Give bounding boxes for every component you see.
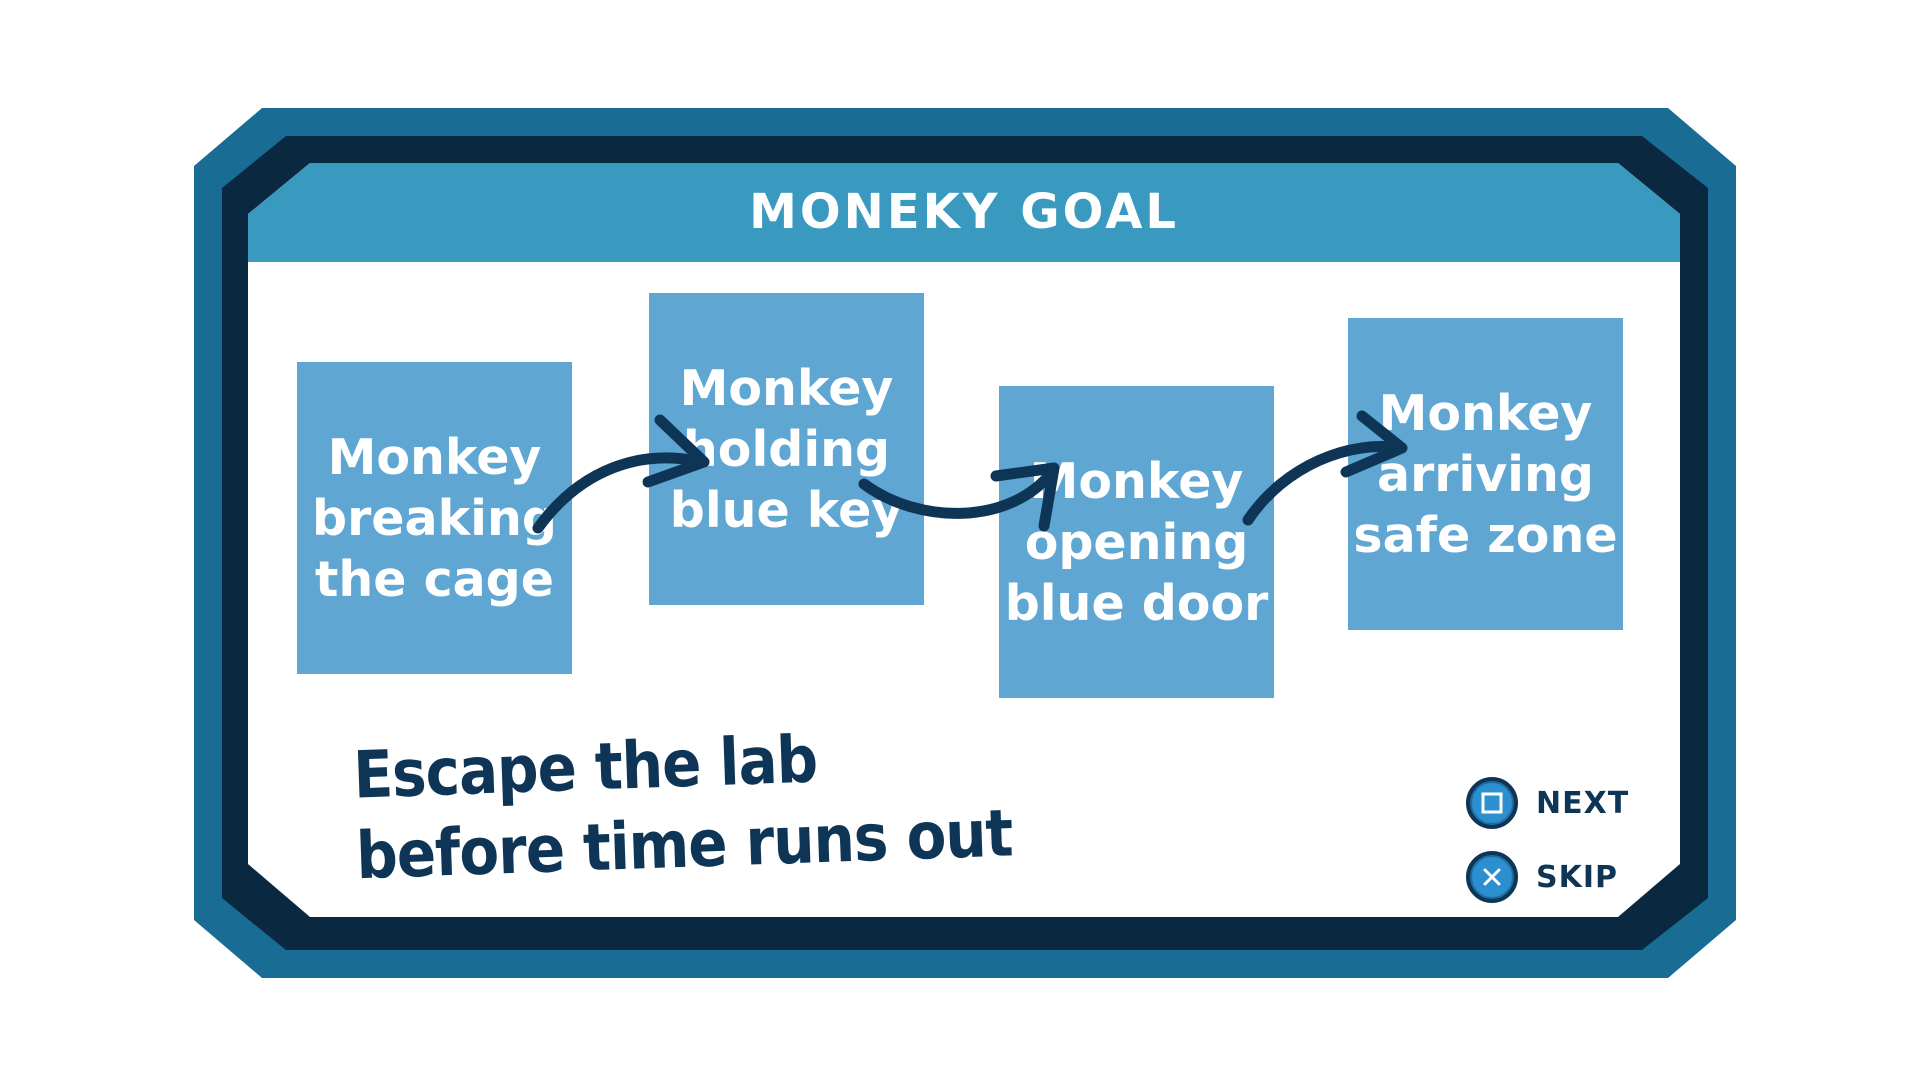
step-label: Monkey arriving safe zone — [1353, 384, 1618, 564]
control-hints: NEXT SKIP — [1466, 766, 1666, 914]
panel-body — [248, 163, 1680, 917]
skip-label: SKIP — [1536, 859, 1619, 895]
step-card-holding-key: Monkey holding blue key — [649, 293, 924, 605]
step-label: Monkey breaking the cage — [312, 428, 557, 608]
next-button[interactable]: NEXT — [1466, 766, 1666, 840]
step-card-breaking-cage: Monkey breaking the cage — [297, 362, 572, 674]
next-label: NEXT — [1536, 785, 1630, 821]
step-card-safe-zone: Monkey arriving safe zone — [1348, 318, 1623, 630]
cross-button-icon[interactable] — [1466, 851, 1518, 903]
panel-title: MONEKY GOAL — [749, 184, 1179, 240]
step-label: Monkey opening blue door — [1004, 452, 1269, 632]
square-button-icon[interactable] — [1466, 777, 1518, 829]
step-card-opening-door: Monkey opening blue door — [999, 386, 1274, 698]
step-label: Monkey holding blue key — [669, 359, 904, 539]
panel-header — [248, 163, 1680, 262]
skip-button[interactable]: SKIP — [1466, 840, 1666, 914]
goal-description: Escape the lab before time runs out — [352, 708, 1117, 896]
